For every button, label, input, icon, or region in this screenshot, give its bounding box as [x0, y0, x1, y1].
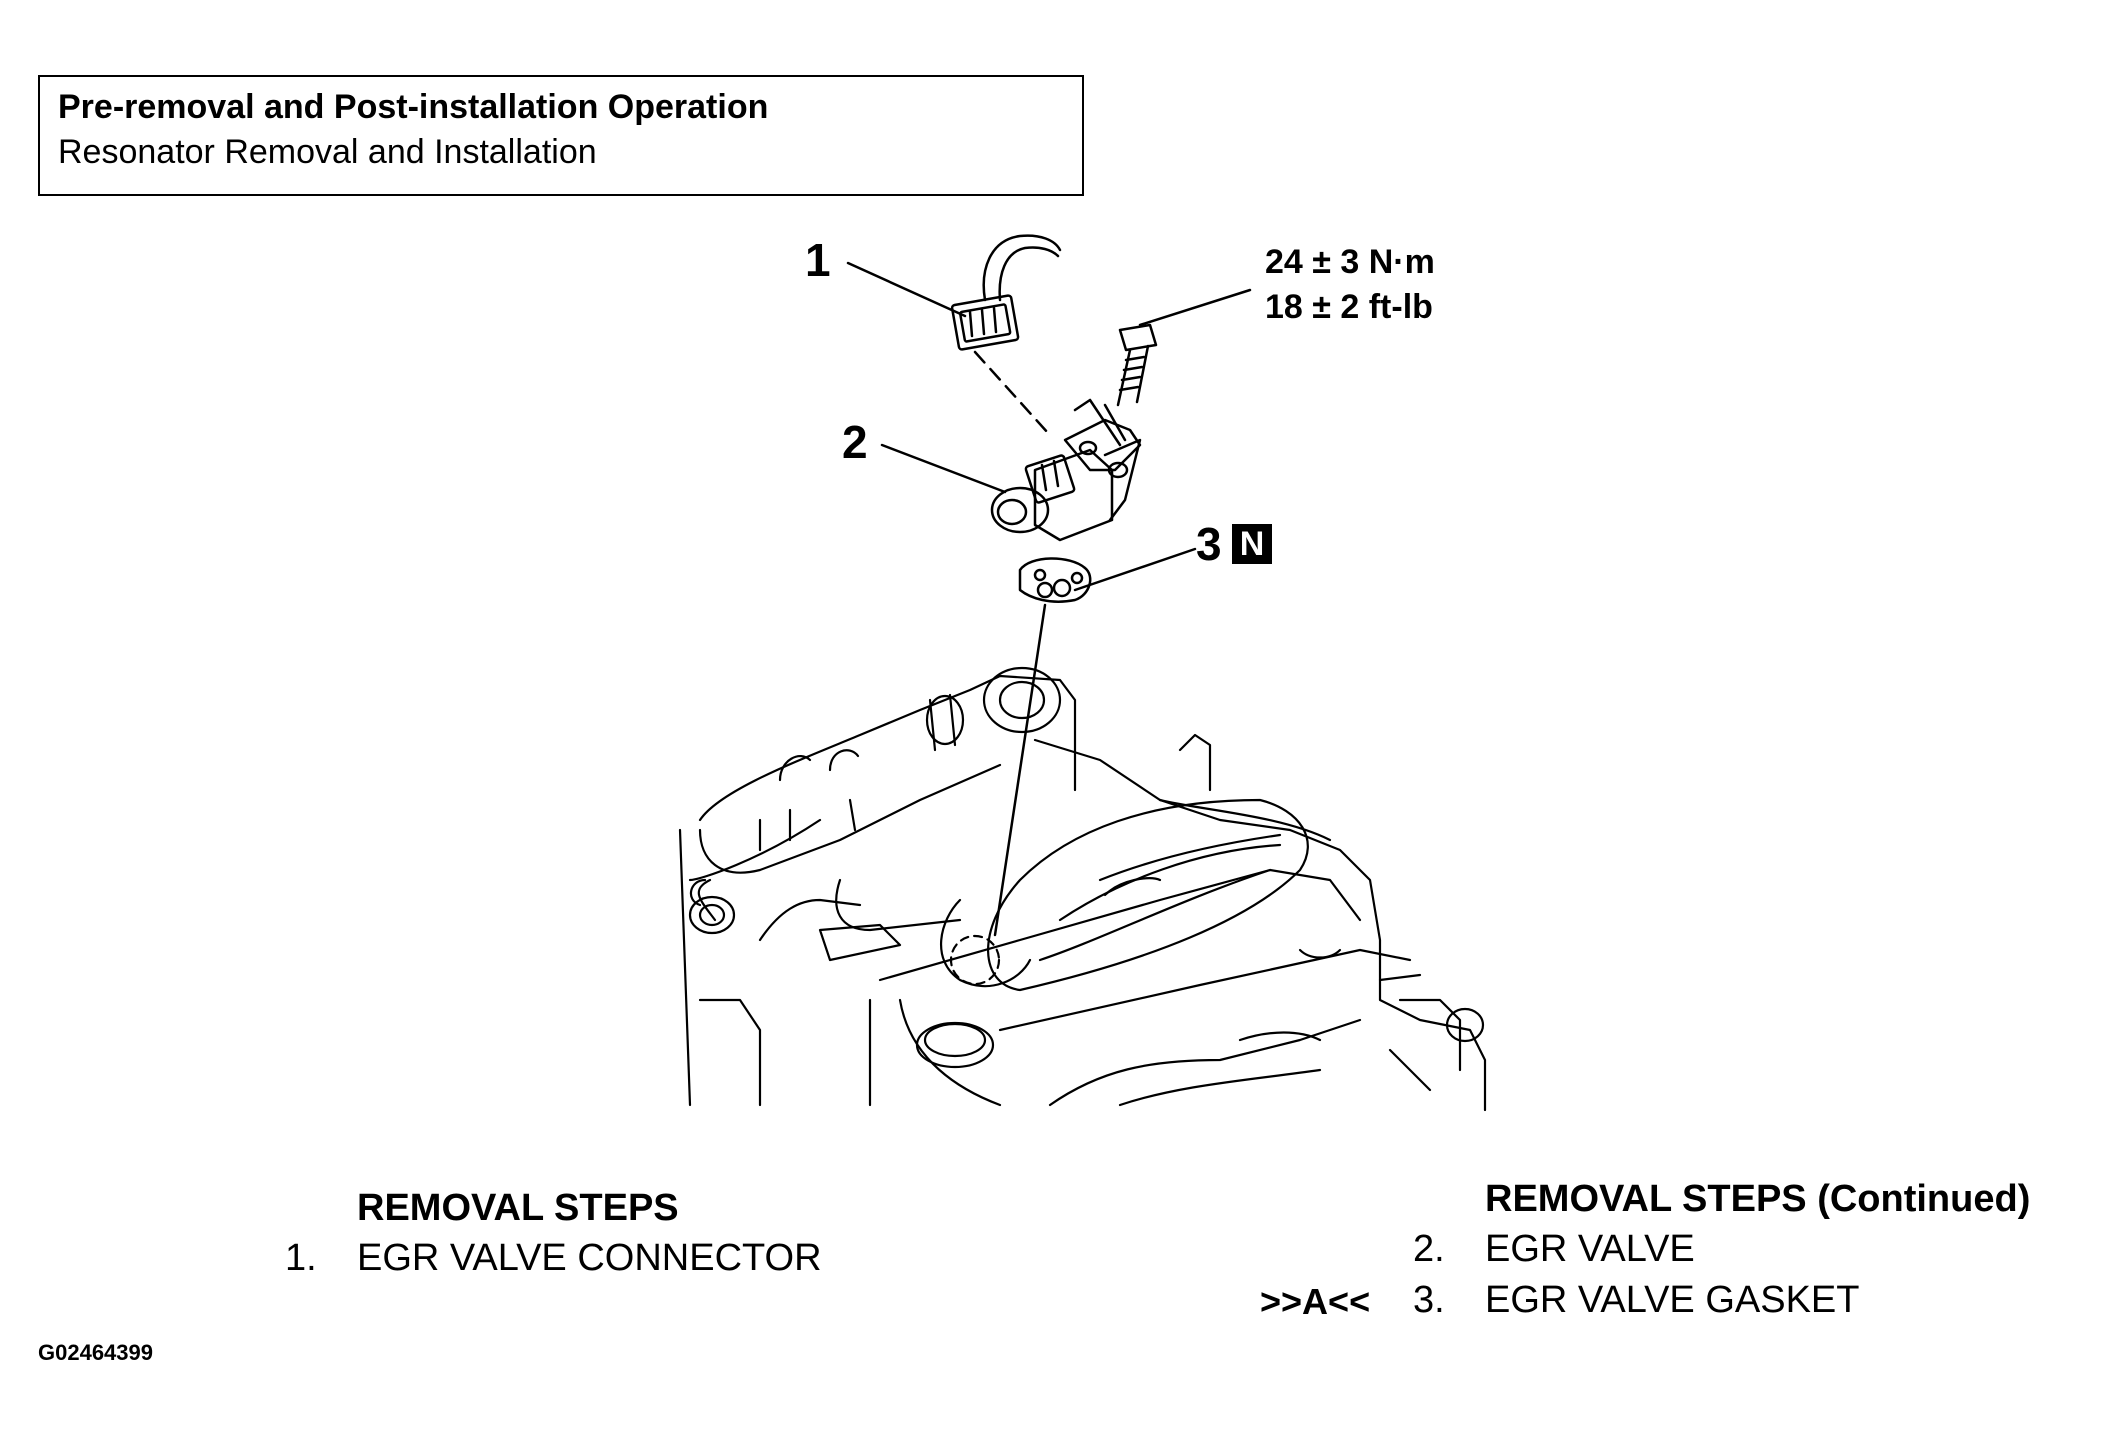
callout-3: 3: [1196, 518, 1222, 570]
torque-imperial: 18 ± 2 ft-lb: [1265, 288, 1433, 326]
callout-2: 2: [842, 416, 868, 468]
new-part-badge: N: [1232, 524, 1272, 564]
egr-gasket-icon: [1018, 557, 1092, 603]
removal-step-number: 3.: [1413, 1279, 1445, 1321]
removal-step-number: 1.: [285, 1237, 317, 1279]
torque-metric: 24 ± 3 N·m: [1265, 243, 1435, 281]
figure-code: G02464399: [38, 1340, 153, 1365]
bolt-icon: [1116, 323, 1158, 407]
operation-subtitle: Resonator Removal and Installation: [58, 133, 597, 171]
callout-1: 1: [805, 234, 831, 286]
removal-steps-heading: REMOVAL STEPS: [357, 1187, 679, 1229]
removal-step-number: 2.: [1413, 1228, 1445, 1270]
service-point-marker: >>A<<: [1260, 1281, 1371, 1322]
leader-line-3: [1073, 547, 1197, 592]
operation-box: [38, 75, 1084, 196]
connector-guide-dashed: [973, 350, 1050, 435]
leader-line-2: [880, 443, 1007, 494]
egr-valve-icon: [990, 398, 1142, 542]
leader-line-1: [846, 261, 967, 318]
removal-step-label: EGR VALVE GASKET: [1485, 1279, 1860, 1321]
engine-illustration: [678, 666, 1487, 1112]
removal-step-label: EGR VALVE: [1485, 1228, 1695, 1270]
gasket-guide-line: [993, 603, 1047, 937]
egr-connector-icon: [950, 234, 1062, 351]
operation-title: Pre-removal and Post-installation Operat…: [58, 88, 769, 126]
removal-steps-continued-heading: REMOVAL STEPS (Continued): [1485, 1178, 2031, 1220]
leader-lines: [846, 261, 1252, 592]
leader-line-torque: [1138, 288, 1252, 327]
removal-step-label: EGR VALVE CONNECTOR: [357, 1237, 822, 1279]
